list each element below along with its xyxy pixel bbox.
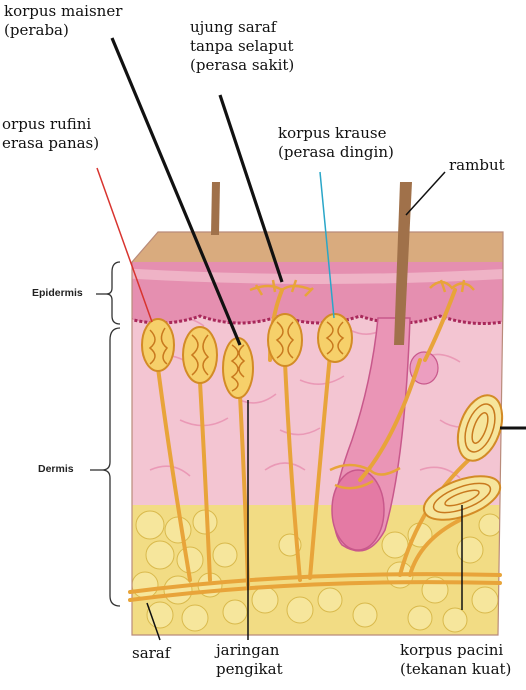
label-korpus-pacini: korpus pacini (tekanan kuat) (400, 641, 511, 679)
dermis-bracket (102, 328, 120, 606)
label-korpus-maisner: korpus maisner (peraba) (4, 2, 122, 40)
hair-bulb (332, 470, 384, 550)
hair-small (211, 182, 220, 235)
krause-corpuscle (318, 314, 352, 362)
layer-brackets (90, 262, 120, 606)
receptor-2 (183, 327, 217, 383)
label-epidermis: Epidermis (32, 287, 83, 299)
label-ujung-saraf: ujung saraf tanpa selaput (perasa sakit) (190, 18, 294, 75)
label-jaringan-pengikat: jaringan pengikat (216, 641, 283, 679)
label-korpus-rufini: orpus rufini erasa panas) (2, 115, 99, 153)
leader-rambut (406, 172, 445, 215)
label-rambut: rambut (449, 156, 505, 175)
label-korpus-krause: korpus krause (perasa dingin) (278, 124, 394, 162)
leader-rufini (97, 168, 152, 322)
receptor-4 (268, 314, 302, 366)
label-dermis: Dermis (38, 463, 74, 475)
label-saraf: saraf (132, 644, 170, 663)
epidermis-bracket (106, 262, 120, 324)
epidermis-layer (120, 258, 520, 324)
skin-surface (132, 232, 503, 262)
rufini-corpuscle (142, 319, 174, 371)
